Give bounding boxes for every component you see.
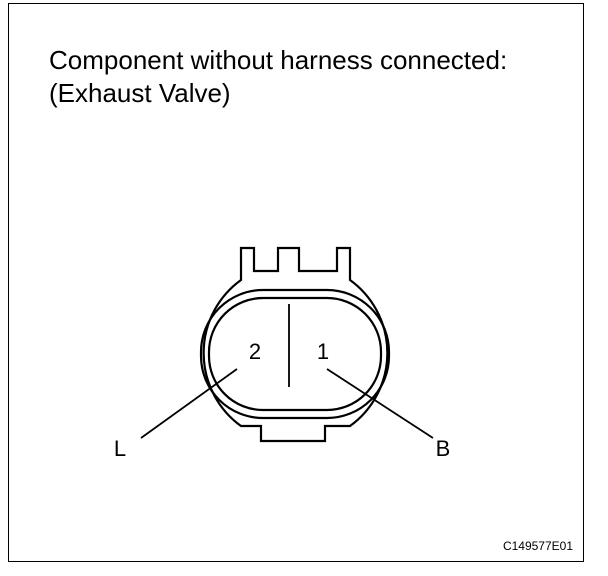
leader-line-terminal-2 [140,368,238,439]
connector-diagram: 2 1 L B [114,246,451,461]
connector-inner-ring [199,288,391,420]
connector-housing-outline [202,246,389,443]
heading-line-2: (Exhaust Valve) [49,78,231,108]
terminal-number-2: 2 [249,339,261,364]
diagram-frame: Component without harness connected: (Ex… [8,3,584,562]
wire-color-label-b: B [436,436,451,461]
terminal-cavity [207,296,383,412]
heading-line-1: Component without harness connected: [49,45,508,75]
terminal-number-1: 1 [317,339,329,364]
diagram-heading: Component without harness connected: (Ex… [49,44,507,110]
leader-line-terminal-1 [326,368,434,439]
figure-code: C149577E01 [502,539,573,553]
wire-color-label-l: L [114,436,126,461]
